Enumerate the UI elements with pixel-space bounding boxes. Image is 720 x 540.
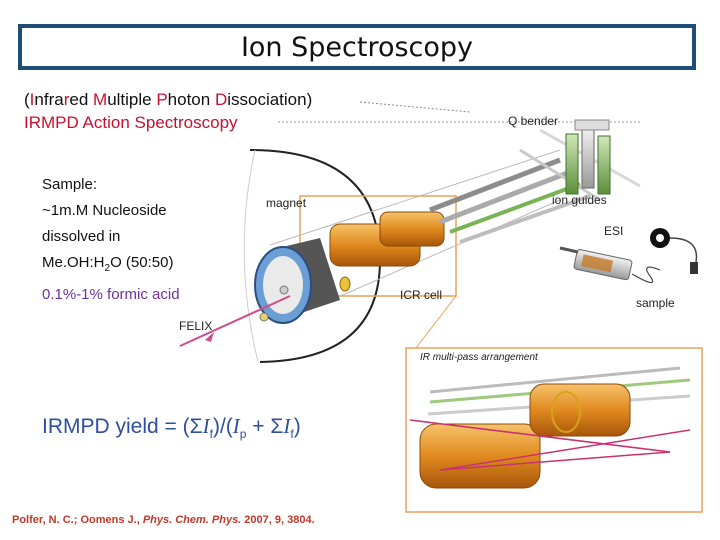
sub-part: ed [69,90,94,109]
sample-concentration: ~1m.M Nucleoside [42,202,167,219]
ir-multipass-label: IR multi-pass arrangement [420,352,538,363]
citation-authors: Polfer, N. C.; Oomens J., [12,514,143,526]
solvent-text: O (50:50) [110,254,174,271]
sample-dissolved: dissolved in [42,228,121,245]
formula-text: )/( [212,415,233,438]
sample-description: Sample: ~1m.M Nucleoside dissolved in Me… [42,172,180,308]
sub-part-highlight: r [63,90,70,109]
formula-sub: f [290,427,294,442]
q-bender [565,119,611,195]
laser-arrow-icon [205,332,214,342]
sample-syringe [559,246,661,284]
solvent-text: Me.OH:H [42,254,105,271]
sub-part: ultiple [107,90,157,109]
formula-var: I [232,414,240,438]
formula-text: + [246,415,271,438]
sample-acid: 0.1%-1% formic acid [42,286,180,303]
page-title: Ion Spectroscopy [240,31,474,63]
sub-part: issociation) [227,90,313,109]
sub-part-highlight: I [29,90,35,109]
citation: Polfer, N. C.; Oomens J., Phys. Chem. Ph… [12,514,315,526]
solvent-subscript: 2 [104,263,111,274]
formula-text: ) [293,415,301,438]
magnet-outline-back [243,149,259,363]
formula-sub: p [239,427,247,442]
formula-sigma: Σ [189,415,203,438]
subtitle-line2: IRMPD Action Spectroscopy [24,113,238,132]
sub-part: nfra [34,90,64,109]
felix-label: FELIX [179,319,213,333]
sub-part-highlight: M [93,90,108,109]
esi-label: ESI [604,224,624,238]
formula-text: IRMPD yield = ( [42,415,190,438]
subtitle-line1: (Infrared Multiple Photon Dissociation) [24,90,312,110]
formula-sub: f [209,427,213,442]
sample-label: sample [636,296,675,310]
magnet-cylinder [254,238,340,324]
magnet-label: magnet [266,196,307,210]
formula-var: I [202,414,210,438]
citation-details: 2007, 9, 3804. [241,514,315,526]
q-bender-label: Q bender [508,114,559,128]
citation-journal: Phys. Chem. Phys. [142,514,242,526]
sample-heading: Sample: [42,176,98,193]
irmpd-yield-formula: IRMPD yield = (ΣIf)/(Ip + ΣIf) [42,414,301,441]
icr-cell-label: ICR cell [400,288,443,302]
ir-multipass-inset [405,295,703,513]
title-box: Ion Spectroscopy [18,24,696,70]
ion-guides [429,128,641,244]
sub-part: ( [24,90,30,109]
esi-source [650,228,698,274]
formula-sigma: Σ [270,415,284,438]
formula-var: I [283,414,291,438]
icr-cell [329,211,445,292]
tube-line [269,149,561,246]
sub-part-highlight: D [214,90,228,109]
ion-guides-label: ion guides [552,193,607,207]
sub-part: hoton [167,90,215,109]
sample-solvent: Me.OH:H2O (50:50) [42,250,180,282]
sub-part-highlight: P [156,90,168,109]
pointer-line [359,101,471,113]
felix-laser-beam [179,295,291,347]
